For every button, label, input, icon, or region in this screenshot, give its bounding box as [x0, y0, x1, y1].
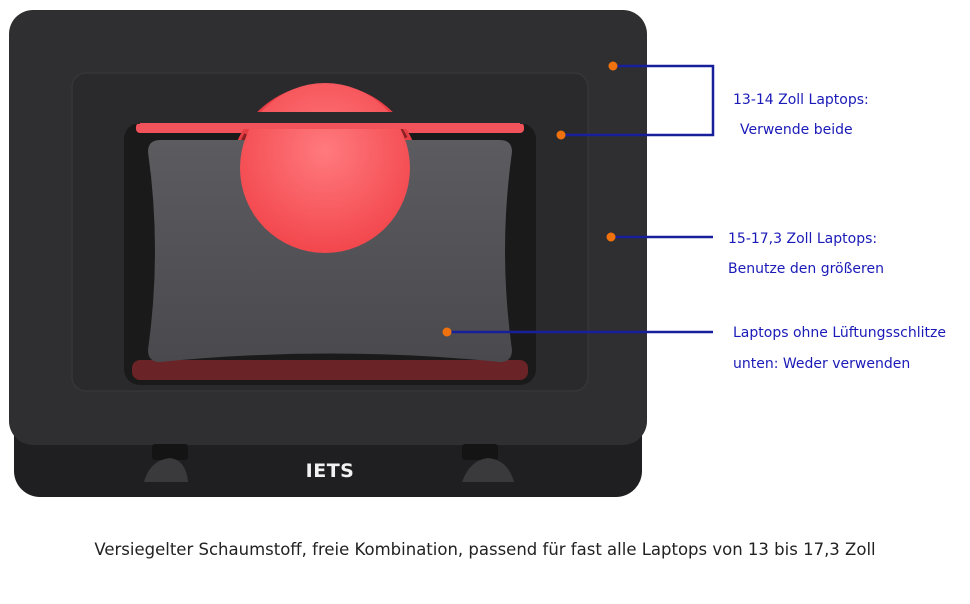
annotation-1-line-1: 13-14 Zoll Laptops: — [733, 91, 869, 109]
caption: Versiegelter Schaumstoff, freie Kombinat… — [0, 540, 970, 559]
annotation-3-line-1: Laptops ohne Lüftungsschlitze — [733, 324, 946, 342]
annotation-1-line-2: Verwende beide — [740, 121, 853, 139]
annotation-2-line-2: Benutze den größeren — [728, 260, 884, 278]
annotation-2-line-1: 15-17,3 Zoll Laptops: — [728, 230, 877, 248]
brand-logo: IETS — [303, 460, 357, 482]
fan — [240, 83, 410, 253]
annotation-3-line-2: unten: Weder verwenden — [733, 355, 910, 373]
